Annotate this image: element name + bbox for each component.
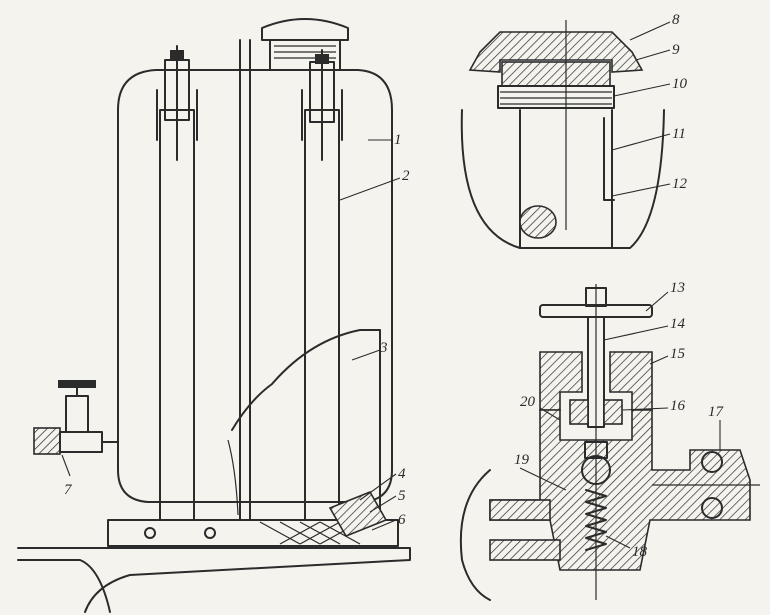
cutaway [231, 329, 381, 511]
frame-bracket [17, 547, 411, 613]
callout-20: 20 [520, 394, 536, 410]
callout-16: 16 [670, 398, 686, 414]
cap-detail [460, 20, 665, 249]
callout-18: 18 [632, 544, 648, 560]
callout-12: 12 [672, 176, 688, 192]
callout-17: 17 [708, 404, 725, 420]
callout-8: 8 [672, 12, 680, 28]
callout-15: 15 [670, 346, 686, 362]
callout-2: 2 [402, 168, 410, 184]
callout-10: 10 [672, 76, 688, 92]
strap-right [304, 109, 340, 521]
callout-3: 3 [379, 340, 388, 356]
callout-9: 9 [672, 42, 680, 58]
leader-lines [61, 21, 721, 549]
mesh-filter [519, 205, 557, 239]
callout-19: 19 [514, 452, 530, 468]
drain-fitting [328, 490, 388, 538]
strap-left [159, 109, 195, 521]
cap-cross-section [468, 31, 644, 73]
callout-11: 11 [672, 126, 686, 142]
callout-6: 6 [398, 512, 406, 528]
callout-labels: 1 2 3 4 5 6 7 8 9 10 11 12 13 14 15 16 1… [64, 12, 725, 560]
callout-14: 14 [670, 316, 686, 332]
filler-neck [269, 39, 341, 71]
base-plate [107, 519, 399, 547]
side-valve [33, 380, 119, 455]
filler-cap [261, 18, 349, 41]
valve-detail [459, 284, 760, 601]
callout-7: 7 [64, 482, 73, 498]
tank-view [17, 18, 411, 613]
callout-1: 1 [394, 132, 402, 148]
callout-13: 13 [670, 280, 685, 296]
callout-4: 4 [398, 466, 406, 482]
tank-body [117, 69, 393, 503]
callout-5: 5 [398, 488, 406, 504]
